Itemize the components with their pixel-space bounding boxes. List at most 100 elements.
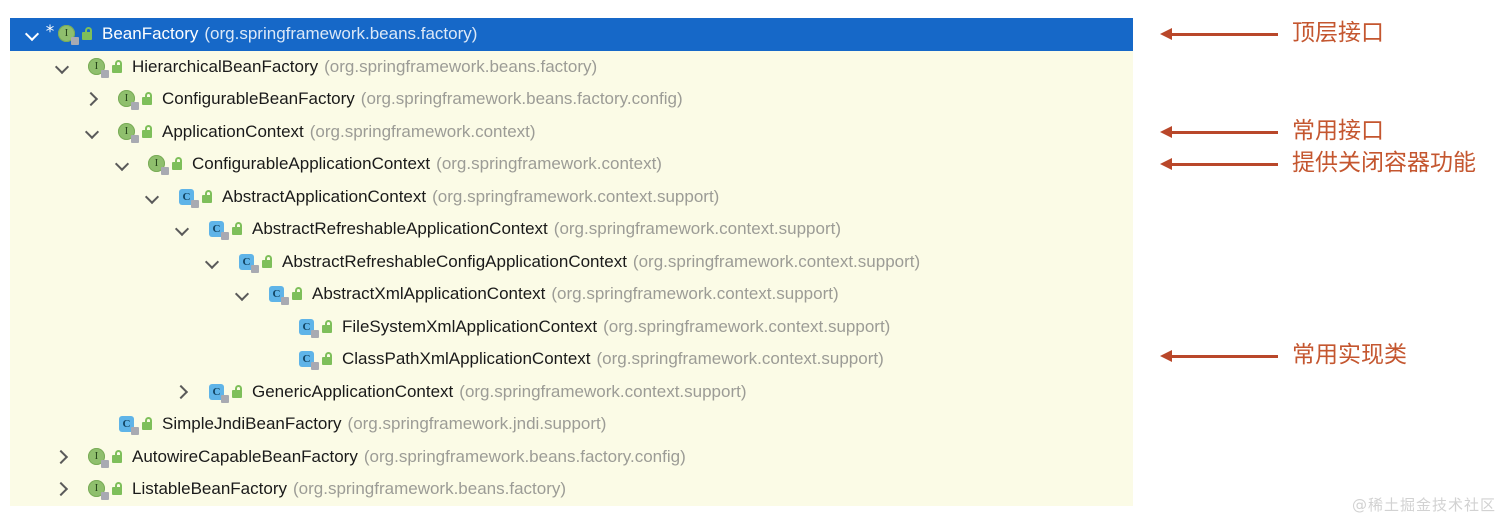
- chevron-down-icon[interactable]: [82, 122, 102, 142]
- tree-node-package: (org.springframework.context): [436, 154, 662, 174]
- tree-node-name: FileSystemXmlApplicationContext: [342, 316, 598, 336]
- tree-row[interactable]: I ListableBeanFactory(org.springframework…: [10, 473, 1133, 506]
- interface-icon: I: [148, 154, 169, 176]
- chevron-right-icon[interactable]: [82, 89, 102, 109]
- watermark: @稀土掘金技术社区: [1351, 496, 1496, 514]
- focus-marker-asterisk: [102, 130, 118, 134]
- focus-marker-asterisk: [102, 97, 118, 101]
- annotation-callout: 常用接口: [1160, 120, 1384, 143]
- focus-marker-asterisk: [282, 357, 298, 361]
- chevron-down-icon[interactable]: [52, 57, 72, 77]
- focus-marker-asterisk: *: [45, 21, 55, 42]
- tree-node-name: ApplicationContext: [162, 121, 304, 141]
- public-visibility-lock-icon: [140, 415, 156, 433]
- left-arrow-icon: [1160, 125, 1278, 139]
- annotation-callout: 常用实现类: [1160, 344, 1407, 367]
- tree-node-package: (org.springframework.context.support): [632, 251, 921, 271]
- public-visibility-lock-icon: [320, 318, 336, 336]
- interface-icon: I: [88, 479, 109, 501]
- annotation-label: 提供关闭容器功能: [1292, 150, 1476, 176]
- annotation-label: 顶层接口: [1292, 20, 1384, 46]
- interface-icon: I: [58, 24, 79, 46]
- tree-toggle-placeholder: [262, 317, 282, 337]
- left-arrow-icon: [1160, 27, 1278, 41]
- tree-row[interactable]: *I BeanFactory(org.springframework.beans.…: [10, 18, 1133, 51]
- tree-row[interactable]: I ConfigurableApplicationContext(org.spri…: [10, 148, 1133, 181]
- tree-node-name: SimpleJndiBeanFactory: [162, 414, 342, 434]
- public-visibility-lock-icon: [140, 123, 156, 141]
- interface-icon: I: [88, 447, 109, 468]
- left-arrow-icon: [1160, 157, 1278, 171]
- tree-node-name: ConfigurableApplicationContext: [192, 154, 431, 174]
- public-visibility-lock-icon: [110, 448, 126, 466]
- tree-row[interactable]: C FileSystemXmlApplicationContext(org.spr…: [10, 311, 1133, 344]
- class-icon: C: [208, 219, 229, 241]
- focus-marker-asterisk: [162, 195, 178, 199]
- focus-marker-asterisk: [72, 65, 88, 69]
- chevron-right-icon[interactable]: [52, 447, 72, 467]
- tree-node-package: (org.springframework.context.support): [432, 186, 720, 206]
- interface-icon: I: [118, 89, 139, 111]
- chevron-down-icon[interactable]: [202, 252, 222, 272]
- tree-node-package: (org.springframework.beans.factory.confi…: [363, 446, 686, 466]
- chevron-down-icon[interactable]: [22, 24, 42, 44]
- tree-row[interactable]: C AbstractXmlApplicationContext(org.sprin…: [10, 278, 1133, 311]
- tree-node-package: (org.springframework.context): [309, 121, 536, 141]
- public-visibility-lock-icon: [230, 383, 246, 401]
- public-visibility-lock-icon: [110, 480, 126, 498]
- public-visibility-lock-icon: [290, 285, 306, 303]
- tree-node-package: (org.springframework.context.support): [459, 381, 747, 401]
- tree-node-package: (org.springframework.context.support): [553, 219, 842, 239]
- class-icon: C: [268, 284, 289, 306]
- tree-node-package: (org.springframework.context.support): [603, 316, 891, 336]
- tree-node-package: (org.springframework.beans.factory): [324, 56, 598, 76]
- tree-node-name: BeanFactory: [102, 24, 199, 44]
- chevron-right-icon[interactable]: [52, 479, 72, 499]
- chevron-right-icon[interactable]: [172, 382, 192, 402]
- tree-toggle-placeholder: [262, 349, 282, 369]
- tree-node-package: (org.springframework.context.support): [551, 284, 839, 304]
- chevron-down-icon[interactable]: [112, 154, 132, 174]
- tree-node-name: GenericApplicationContext: [252, 381, 454, 401]
- focus-marker-asterisk: [192, 227, 208, 231]
- left-arrow-icon: [1160, 349, 1278, 363]
- tree-node-package: (org.springframework.beans.factory): [292, 479, 567, 499]
- tree-node-name: ListableBeanFactory: [132, 479, 287, 499]
- tree-row[interactable]: I HierarchicalBeanFactory(org.springframe…: [10, 51, 1133, 84]
- focus-marker-asterisk: [222, 260, 238, 264]
- chevron-down-icon[interactable]: [142, 187, 162, 207]
- class-icon: C: [208, 382, 229, 403]
- tree-node-package: (org.springframework.beans.factory.confi…: [360, 89, 683, 109]
- chevron-down-icon[interactable]: [172, 219, 192, 239]
- focus-marker-asterisk: [72, 487, 88, 491]
- public-visibility-lock-icon: [200, 188, 216, 206]
- tree-row[interactable]: C GenericApplicationContext(org.springfra…: [10, 376, 1133, 409]
- focus-marker-asterisk: [102, 422, 118, 426]
- tree-row[interactable]: I AutowireCapableBeanFactory(org.springfr…: [10, 441, 1133, 474]
- tree-node-name: HierarchicalBeanFactory: [132, 56, 319, 76]
- tree-node-name: AutowireCapableBeanFactory: [132, 446, 358, 466]
- tree-node-name: AbstractXmlApplicationContext: [312, 284, 546, 304]
- interface-icon: I: [88, 57, 109, 78]
- focus-marker-asterisk: [282, 325, 298, 329]
- public-visibility-lock-icon: [320, 350, 336, 368]
- class-icon: C: [298, 317, 319, 338]
- public-visibility-lock-icon: [230, 220, 246, 238]
- tree-node-package: (org.springframework.beans.factory): [204, 24, 478, 44]
- public-visibility-lock-icon: [110, 58, 126, 76]
- chevron-down-icon[interactable]: [232, 284, 252, 304]
- tree-node-package: (org.springframework.context.support): [596, 349, 884, 369]
- public-visibility-lock-icon: [170, 155, 186, 173]
- focus-marker-asterisk: [192, 390, 208, 394]
- public-visibility-lock-icon: [260, 253, 276, 271]
- tree-toggle-placeholder: [82, 414, 102, 434]
- annotation-callout: 提供关闭容器功能: [1160, 152, 1476, 175]
